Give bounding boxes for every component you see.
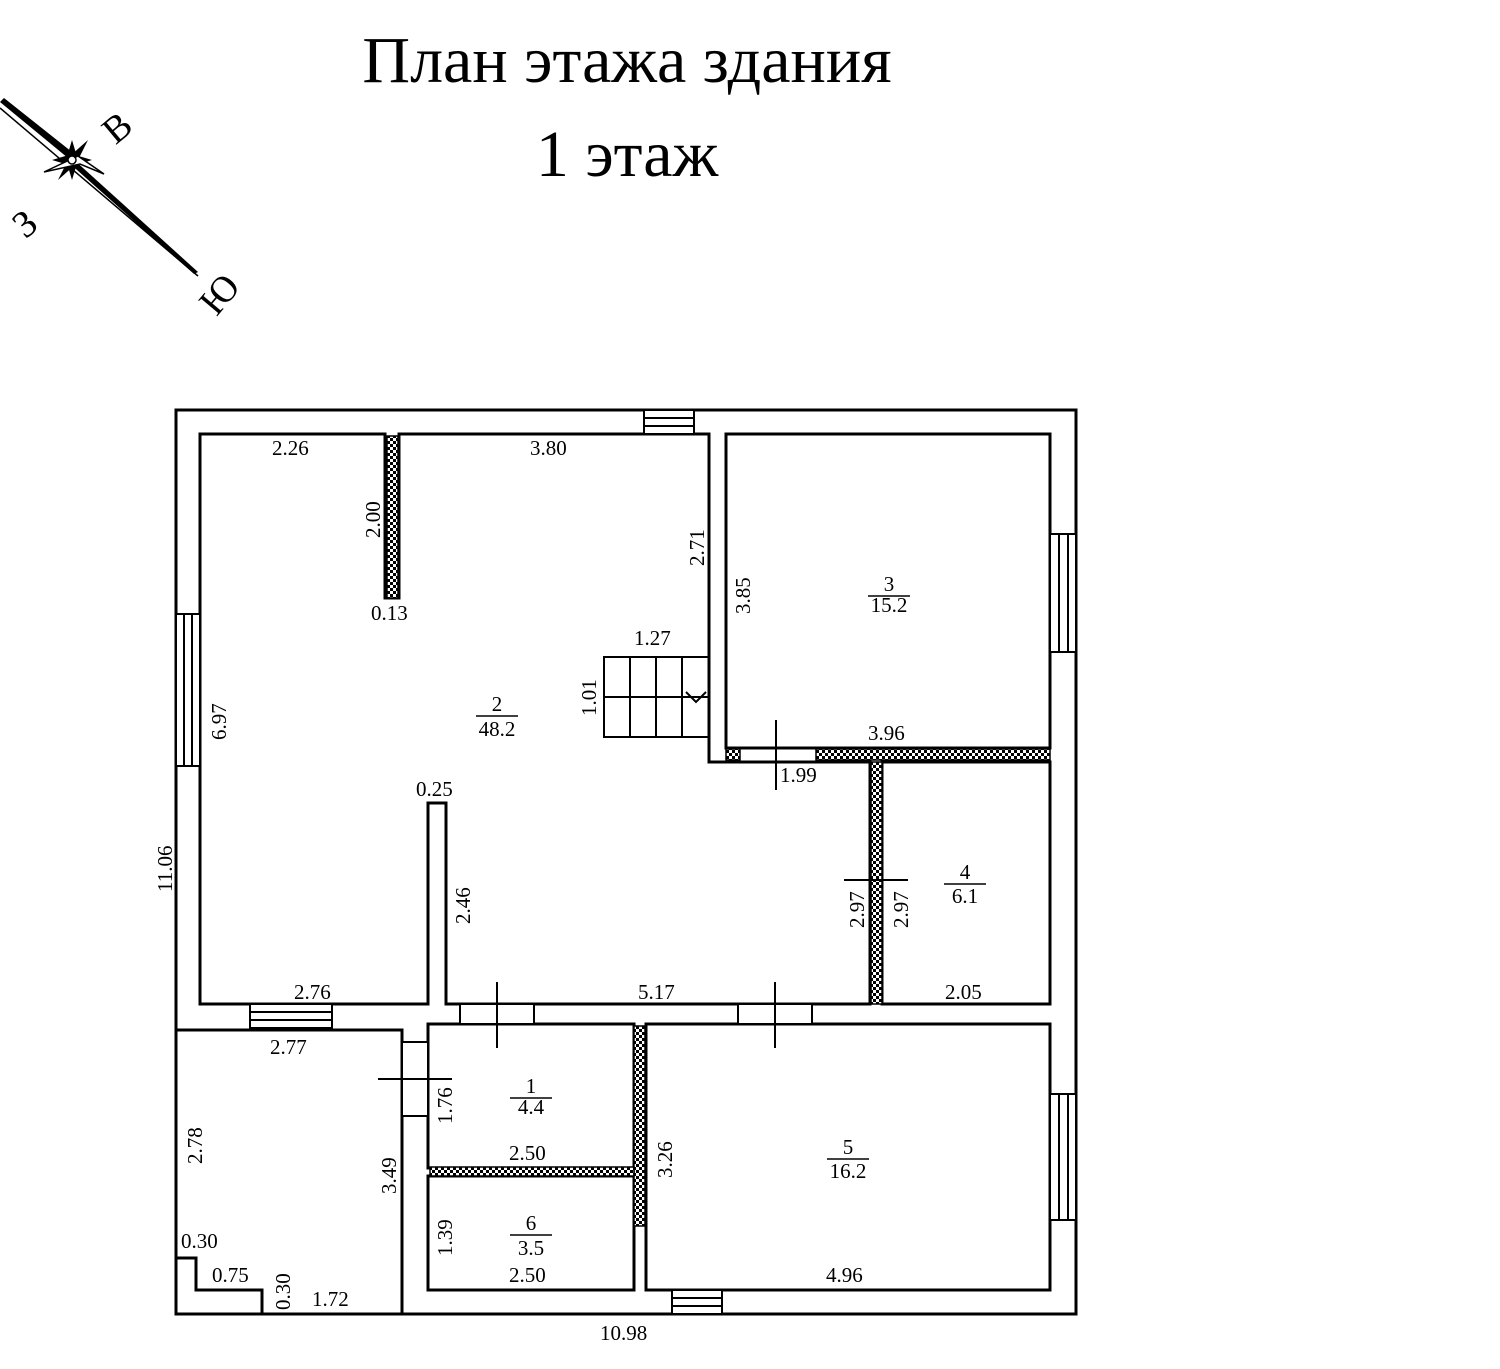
staircase xyxy=(603,656,710,738)
room-1-number: 1 xyxy=(526,1074,537,1098)
floor-subtitle: 1 этаж xyxy=(535,118,719,191)
windows xyxy=(175,409,1077,1315)
dim-label: 3.80 xyxy=(530,436,567,460)
window-right-upper xyxy=(1049,533,1077,653)
walls xyxy=(174,408,1078,1316)
dimension-labels: 2.26 3.80 0.13 1.27 3.96 1.99 0.25 2.76 … xyxy=(153,436,982,1345)
dim-label: 2.00 xyxy=(361,501,385,538)
doors xyxy=(378,720,908,1290)
dim-label: 1.99 xyxy=(780,763,817,787)
compass-needle-south-east xyxy=(68,158,198,274)
dim-label: 1.01 xyxy=(577,679,601,716)
dim-label: 3.96 xyxy=(868,721,905,745)
dim-label: 0.30 xyxy=(181,1229,218,1253)
room-4-number: 4 xyxy=(960,860,971,884)
compass-label-west: З xyxy=(4,202,46,246)
room-1-area: 4.4 xyxy=(518,1095,545,1119)
plan-title: План этажа здания xyxy=(362,24,892,97)
dim-label: 3.49 xyxy=(377,1157,401,1194)
room-4-area: 6.1 xyxy=(952,884,978,908)
dim-label: 0.30 xyxy=(271,1273,295,1310)
window-top xyxy=(643,409,695,435)
dim-label: 2.46 xyxy=(451,887,475,924)
dim-label: 2.05 xyxy=(945,980,982,1004)
dim-label: 11.06 xyxy=(153,846,177,892)
compass-label-north: В xyxy=(94,104,140,152)
compass-needle-north-west xyxy=(0,98,72,158)
room-6-area: 3.5 xyxy=(518,1236,544,1260)
dim-label: 2.77 xyxy=(270,1035,307,1059)
dim-label: 10.98 xyxy=(600,1321,647,1345)
dim-label: 0.25 xyxy=(416,777,453,801)
dim-label: 2.50 xyxy=(509,1263,546,1287)
dim-label: 2.97 xyxy=(889,891,913,928)
room-3-number: 3 xyxy=(884,572,895,596)
window-mid xyxy=(249,1003,333,1029)
room-labels: 2 48.2 3 15.2 4 6.1 5 16.2 1 4.4 6 3.5 xyxy=(476,572,986,1260)
room-5-number: 5 xyxy=(843,1135,854,1159)
room-5-area: 16.2 xyxy=(830,1159,867,1183)
window-left xyxy=(175,613,201,767)
room-3-area: 15.2 xyxy=(871,593,908,617)
dim-label: 5.17 xyxy=(638,980,675,1004)
room-6-number: 6 xyxy=(526,1211,537,1235)
dim-label: 2.71 xyxy=(685,529,709,566)
dim-label: 2.78 xyxy=(183,1127,207,1164)
dim-label: 1.39 xyxy=(433,1219,457,1256)
dim-label: 1.76 xyxy=(433,1087,457,1124)
room-2-area: 48.2 xyxy=(479,717,516,741)
dim-label: 2.50 xyxy=(509,1141,546,1165)
dim-label: 1.72 xyxy=(312,1287,349,1311)
compass-rose-icon: В З Ю xyxy=(0,98,248,323)
window-bottom xyxy=(671,1289,723,1315)
dim-label: 4.96 xyxy=(826,1263,863,1287)
dim-label: 6.97 xyxy=(207,703,231,740)
dim-label: 1.27 xyxy=(634,626,671,650)
compass-label-south: Ю xyxy=(191,266,248,323)
dim-label: 3.26 xyxy=(653,1141,677,1178)
dim-label: 2.26 xyxy=(272,436,309,460)
room-2-number: 2 xyxy=(492,692,503,716)
dim-label: 3.85 xyxy=(731,577,755,614)
dim-label: 2.76 xyxy=(294,980,331,1004)
dim-label: 2.97 xyxy=(845,891,869,928)
hatched-partitions xyxy=(386,435,1051,1227)
dim-label: 0.75 xyxy=(212,1263,249,1287)
window-right-lower xyxy=(1049,1093,1077,1221)
dim-label: 0.13 xyxy=(371,601,408,625)
